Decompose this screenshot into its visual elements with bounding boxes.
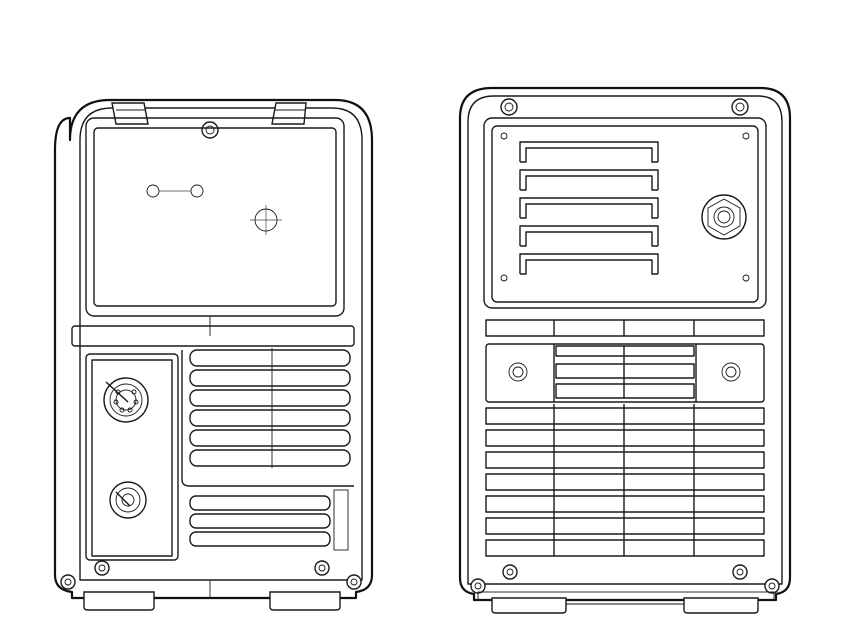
rear-upper-plate [483, 117, 767, 309]
rear-view [458, 86, 792, 614]
front-right-foot [269, 591, 341, 611]
cable-gland-icon [701, 194, 747, 240]
screw-icon [731, 98, 749, 116]
screw-icon [500, 98, 518, 116]
screw-icon [201, 121, 219, 139]
gas-fitting-icon [109, 481, 147, 519]
front-vent-lower [189, 495, 331, 547]
front-left-foot [83, 591, 155, 611]
front-connector-panel [85, 353, 179, 561]
rear-right-foot [683, 597, 759, 614]
front-upper-panel [85, 117, 345, 317]
rear-outer-shell [458, 86, 792, 602]
front-vent-upper [189, 348, 351, 468]
rear-vent-grid [485, 319, 765, 557]
rear-plate-louvres [519, 141, 659, 275]
front-view [53, 98, 374, 611]
front-left-handle [111, 102, 149, 125]
front-right-handle [271, 102, 307, 125]
rear-left-foot [491, 597, 567, 614]
connector-socket-icon [103, 377, 149, 423]
front-outer-shell [53, 98, 374, 600]
